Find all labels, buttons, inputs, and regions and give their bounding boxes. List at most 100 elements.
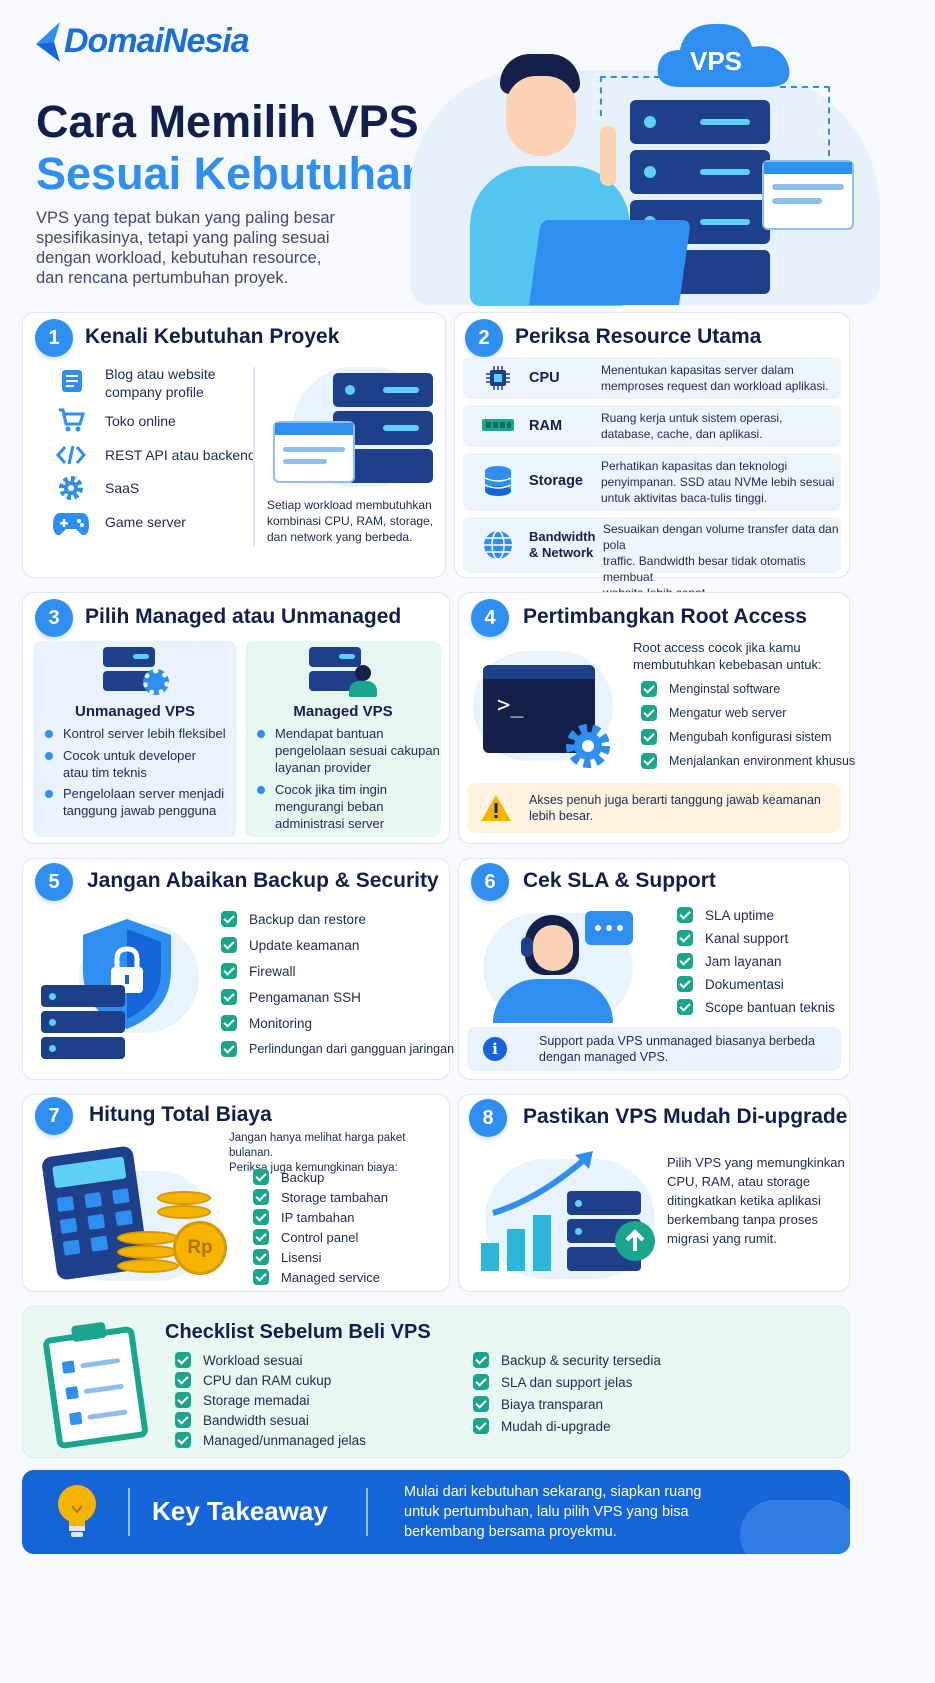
check-icon bbox=[641, 729, 657, 745]
sla-item: Jam layanan bbox=[677, 953, 782, 969]
workload-label: Blog atau website bbox=[105, 366, 216, 382]
item-label: Lisensi bbox=[281, 1249, 322, 1265]
check-icon bbox=[253, 1229, 269, 1245]
hero-illustration: VPS bbox=[400, 10, 900, 306]
checklist-item: CPU dan RAM cukup bbox=[175, 1372, 331, 1388]
section-title: Pastikan VPS Mudah Di-upgrade bbox=[523, 1105, 848, 1128]
item-label: Jam layanan bbox=[705, 953, 782, 969]
resource-name: RAM bbox=[529, 418, 563, 434]
check-icon bbox=[677, 999, 693, 1015]
text-line: Pilih VPS yang memungkinkan bbox=[667, 1155, 845, 1170]
name-line: & Network bbox=[529, 545, 594, 560]
intro-line: Periksa juga kemungkinan biaya: bbox=[229, 1162, 398, 1174]
takeaway-text: Mulai dari kebutuhan sekarang, siapkan r… bbox=[404, 1482, 701, 1542]
text-line: berkembang tanpa proses bbox=[667, 1212, 819, 1227]
section-number: 2 bbox=[465, 319, 503, 357]
cloud-label: VPS bbox=[690, 46, 743, 76]
upgrade-text: Pilih VPS yang memungkinkan CPU, RAM, at… bbox=[667, 1153, 845, 1248]
security-item: Pengamanan SSH bbox=[221, 989, 361, 1005]
storage-icon bbox=[484, 466, 512, 496]
brand-name: DomaiNesia bbox=[64, 22, 250, 60]
server-stack-icon bbox=[567, 1191, 641, 1271]
point-line: layanan provider bbox=[275, 760, 372, 775]
item-label: Backup bbox=[281, 1169, 325, 1185]
takeaway-line: untuk pertumbuhan, lalu pilih VPS yang b… bbox=[404, 1504, 689, 1520]
cpu-icon bbox=[486, 366, 510, 390]
item-label: Pengamanan SSH bbox=[249, 989, 361, 1005]
desc-line: Perhatikan kapasitas dan teknologi bbox=[601, 459, 788, 473]
gear-icon bbox=[59, 476, 83, 500]
section-number: 5 bbox=[35, 863, 73, 901]
server-support-icon bbox=[309, 647, 379, 697]
item-label: Kanal support bbox=[705, 930, 789, 946]
security-item: Monitoring bbox=[221, 1015, 312, 1031]
check-icon bbox=[473, 1418, 489, 1434]
lightbulb-icon bbox=[58, 1485, 96, 1537]
sla-item: Kanal support bbox=[677, 930, 788, 946]
check-icon bbox=[221, 937, 237, 953]
point-text: Cocok untuk developer atau tim teknis bbox=[63, 747, 196, 781]
check-icon bbox=[253, 1249, 269, 1265]
checklist-item: Biaya transparan bbox=[473, 1396, 603, 1412]
item-label: Dokumentasi bbox=[705, 976, 784, 992]
browser-window-icon bbox=[762, 160, 854, 230]
root-item: Mengubah konfigurasi sistem bbox=[641, 729, 832, 745]
check-icon bbox=[221, 1041, 237, 1057]
unmanaged-panel: Unmanaged VPS Kontrol server lebih fleks… bbox=[33, 641, 237, 837]
cost-item: Managed service bbox=[253, 1269, 380, 1285]
item-label: Mengatur web server bbox=[669, 706, 787, 720]
check-icon bbox=[677, 976, 693, 992]
item-label: Control panel bbox=[281, 1229, 359, 1245]
section-number: 3 bbox=[35, 599, 73, 637]
check-icon bbox=[221, 963, 237, 979]
hero-title-line-1: Cara Memilih VPS bbox=[36, 96, 419, 147]
trend-arrow-icon bbox=[492, 1151, 593, 1216]
point-line: tanggung jawab pengguna bbox=[63, 803, 217, 818]
root-item: Menjalankan environment khusus bbox=[641, 753, 855, 769]
warning-line: lebih besar. bbox=[529, 809, 593, 823]
hero-subtitle-line: VPS yang tepat bukan yang paling besar bbox=[36, 209, 336, 227]
section-title: Kenali Kebutuhan Proyek bbox=[85, 325, 340, 348]
sla-item: SLA uptime bbox=[677, 907, 774, 923]
code-icon bbox=[56, 445, 86, 465]
upgrade-growth-illustration bbox=[475, 1149, 665, 1279]
desc-line: traffic. Bandwidth besar tidak otomatis … bbox=[603, 554, 806, 584]
point-line: pengelolaan sesuai cakupan bbox=[275, 743, 440, 758]
point-line: mengurangi beban bbox=[275, 799, 384, 814]
section-5-card: 5 Jangan Abaikan Backup & Security Backu… bbox=[22, 858, 454, 1080]
check-icon bbox=[641, 753, 657, 769]
intro-line: Root access cocok jika kamu bbox=[633, 640, 801, 655]
cost-item: IP tambahan bbox=[253, 1209, 354, 1225]
checklist-item: Bandwidth sesuai bbox=[175, 1412, 309, 1428]
point-text: Mendapat bantuan pengelolaan sesuai caku… bbox=[275, 725, 440, 776]
section-number: 6 bbox=[471, 863, 509, 901]
hero-subtitle: VPS yang tepat bukan yang paling besar s… bbox=[36, 208, 335, 288]
resource-row-ram: RAM Ruang kerja untuk sistem operasi, da… bbox=[463, 405, 841, 447]
point-line: Mendapat bantuan bbox=[275, 726, 384, 741]
resource-name: CPU bbox=[529, 370, 560, 386]
check-icon bbox=[175, 1372, 191, 1388]
item-label: Storage tambahan bbox=[281, 1189, 388, 1205]
checklist-item: Workload sesuai bbox=[175, 1352, 303, 1368]
point-line: Cocok untuk developer bbox=[63, 748, 196, 763]
check-icon bbox=[677, 953, 693, 969]
intro-line: membutuhkan kebebasan untuk: bbox=[633, 657, 822, 672]
upgrade-arrow-icon bbox=[615, 1221, 655, 1261]
point-line: Pengelolaan server menjadi bbox=[63, 786, 225, 801]
point-text: Cocok jika tim ingin mengurangi beban ad… bbox=[275, 781, 387, 832]
server-gear-icon bbox=[103, 647, 169, 695]
section-number: 7 bbox=[35, 1097, 73, 1135]
section-6-card: 6 Cek SLA & Support SLA uptime Kanal sup… bbox=[458, 858, 850, 1080]
check-icon bbox=[175, 1392, 191, 1408]
section-title: Jangan Abaikan Backup & Security bbox=[87, 869, 439, 892]
bullet-dot bbox=[257, 730, 265, 738]
calculator-coins-illustration: Rp bbox=[40, 1141, 233, 1285]
item-label: Firewall bbox=[249, 963, 296, 979]
cost-item: Control panel bbox=[253, 1229, 358, 1245]
item-label: Storage memadai bbox=[203, 1392, 310, 1408]
hero-subtitle-line: spesifikasinya, tetapi yang paling sesua… bbox=[36, 229, 330, 247]
hero-subtitle-line: dan rencana pertumbuhan proyek. bbox=[36, 269, 289, 287]
check-icon bbox=[253, 1189, 269, 1205]
desc-line: penyimpanan. SSD atau NVMe lebih sesuai bbox=[601, 475, 835, 489]
takeaway-line: berkembang bersama proyekmu. bbox=[404, 1524, 617, 1540]
